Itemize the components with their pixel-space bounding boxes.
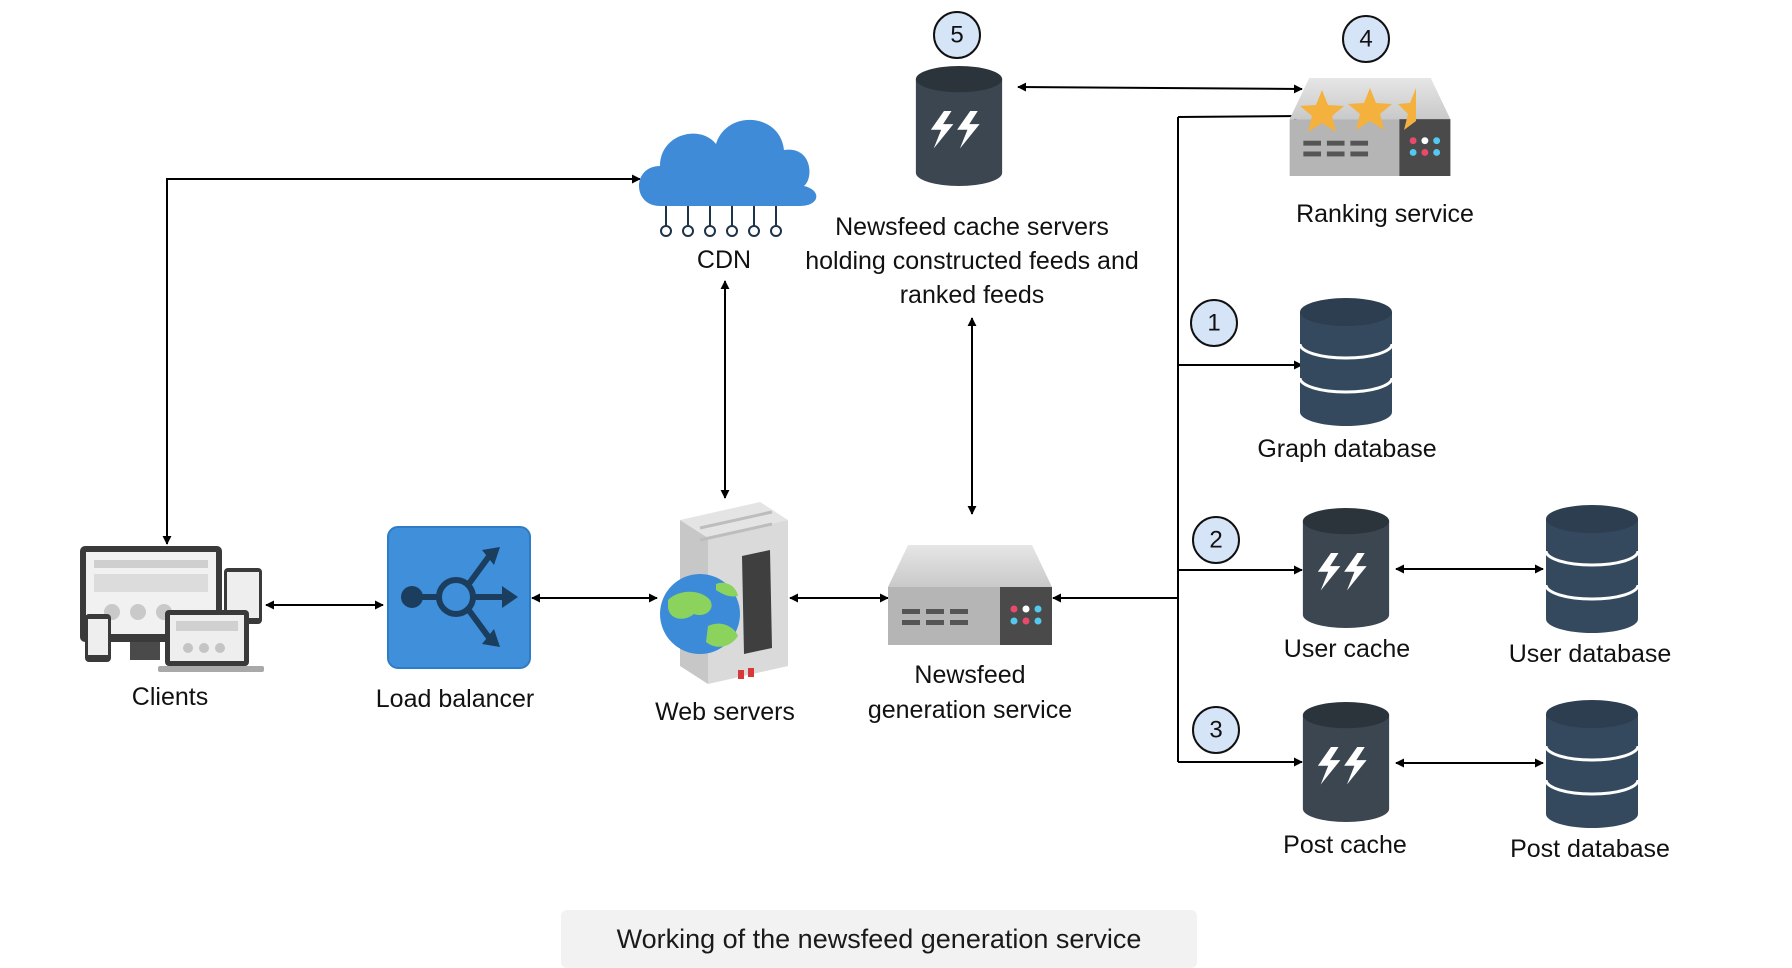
svg-text:2: 2 xyxy=(1209,527,1222,554)
badge-1: 1 xyxy=(1190,299,1238,347)
svg-text:3: 3 xyxy=(1209,717,1222,744)
post-database-label: Post database xyxy=(1510,835,1670,863)
newsfeed-cache-label-line1: Newsfeed cache servers xyxy=(835,213,1109,241)
diagram-caption: Working of the newsfeed generation servi… xyxy=(561,910,1197,968)
cdn-cloud-icon xyxy=(639,119,817,237)
badge-5: 5 xyxy=(933,11,981,59)
user-database-icon xyxy=(1546,505,1638,633)
web-server-icon xyxy=(660,502,788,684)
badge-3: 3 xyxy=(1192,706,1240,754)
clients-label: Clients xyxy=(132,683,208,711)
post-cache-label: Post cache xyxy=(1283,831,1407,859)
arrow-clients-cdn xyxy=(162,174,641,545)
newsfeed-generation-label-line1: Newsfeed xyxy=(914,661,1025,689)
post-database-icon xyxy=(1546,700,1638,828)
badge-4: 4 xyxy=(1342,15,1390,63)
ranking-service-icon xyxy=(1289,78,1451,176)
newsfeed-generation-server-icon xyxy=(888,545,1052,645)
load-balancer-icon xyxy=(387,526,531,669)
graph-database-label: Graph database xyxy=(1257,435,1436,463)
arrow-bus-ranking xyxy=(1177,111,1303,121)
graph-database-icon xyxy=(1300,298,1392,426)
post-cache-icon xyxy=(1302,702,1390,822)
connectors xyxy=(162,82,1544,768)
user-database-label: User database xyxy=(1509,640,1672,668)
newsfeed-cache-icon xyxy=(915,66,1003,186)
svg-text:4: 4 xyxy=(1359,26,1372,53)
cdn-label: CDN xyxy=(697,246,751,274)
newsfeed-cache-label-line3: ranked feeds xyxy=(900,281,1045,309)
newsfeed-cache-label-line2: holding constructed feeds and xyxy=(805,247,1139,275)
user-cache-label: User cache xyxy=(1284,635,1410,663)
load-balancer-label: Load balancer xyxy=(376,685,534,713)
arrow-cache-ranking xyxy=(1017,82,1303,94)
newsfeed-generation-label-line2: generation service xyxy=(868,696,1072,724)
web-servers-label: Web servers xyxy=(655,698,795,726)
badge-2: 2 xyxy=(1192,516,1240,564)
svg-text:1: 1 xyxy=(1207,310,1220,337)
user-cache-icon xyxy=(1302,508,1390,628)
ranking-service-label: Ranking service xyxy=(1296,200,1474,228)
svg-text:5: 5 xyxy=(950,22,963,49)
clients-devices-icon xyxy=(80,546,264,672)
